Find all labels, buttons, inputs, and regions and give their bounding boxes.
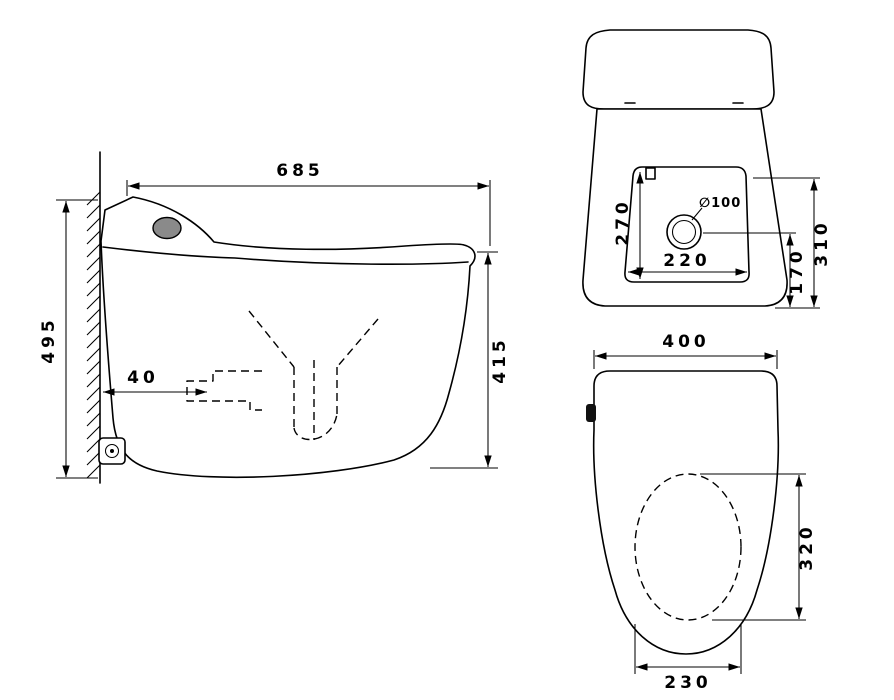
toilet-top-outline [592, 370, 780, 655]
dim-170: 170 [703, 232, 807, 307]
dim-270: 270 [613, 172, 644, 279]
top-view: 400 320 230 [586, 332, 817, 693]
flush-button[interactable] [152, 216, 182, 240]
dim-400: 400 [593, 332, 778, 369]
tank-outline [582, 29, 775, 110]
dim-220-label: 220 [663, 251, 711, 271]
panel-clip [645, 167, 656, 180]
seat-rim-line [102, 246, 469, 266]
dim-270-label: 270 [613, 198, 633, 246]
dim-495-label: 495 [39, 316, 59, 364]
inlet-valve [98, 437, 126, 465]
dim-hole-label: ∅100 [699, 196, 741, 211]
dim-40: 40 [103, 368, 207, 396]
dim-220: 220 [628, 251, 747, 276]
side-control-button[interactable] [586, 404, 596, 422]
dim-40-label: 40 [127, 368, 159, 388]
rear-view: ∅100 270 220 310 170 [582, 29, 832, 309]
drain-hole-inner [671, 219, 697, 245]
rear-cutout-panel [624, 166, 750, 283]
wall-hatching [86, 191, 101, 479]
dim-230-label: 230 [664, 673, 712, 693]
trap-funnel-right [336, 318, 379, 368]
toilet-side-outline [100, 196, 476, 479]
dim-400-label: 400 [662, 332, 710, 352]
trap-u-bend [293, 413, 338, 441]
dim-415-label: 415 [490, 336, 510, 384]
valve-ring [104, 443, 120, 459]
dim-320-label: 320 [797, 523, 817, 571]
dim-310: 310 [753, 177, 832, 309]
dim-685: 685 [126, 161, 491, 246]
dim-170-label: 170 [787, 247, 807, 295]
dim-230: 230 [634, 624, 742, 693]
valve-center [110, 449, 114, 453]
side-view: 685 495 415 40 [39, 151, 510, 484]
trap-funnel-left [248, 310, 295, 368]
seat-opening-hidden [634, 473, 742, 621]
dim-685-label: 685 [276, 161, 324, 181]
dim-495: 495 [39, 199, 98, 479]
dim-415: 415 [430, 251, 510, 469]
dim-310-label: 310 [812, 219, 832, 267]
leader-line [691, 207, 703, 221]
dim-320: 320 [700, 473, 817, 621]
drain-hole-outer [666, 214, 702, 250]
